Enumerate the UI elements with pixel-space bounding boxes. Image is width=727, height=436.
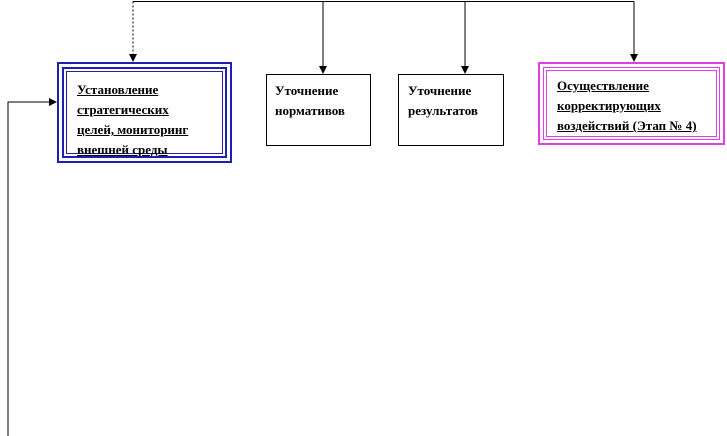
norms-box: Уточнение нормативов xyxy=(266,74,371,146)
corrective-box: Осуществление корректирующих воздействий… xyxy=(538,62,725,145)
goals-line-1: Установление xyxy=(77,82,159,97)
corrective-line-3: воздействий (Этап № 4) xyxy=(557,118,697,133)
goals-line-2: стратегических xyxy=(77,102,169,117)
corrective-line-1: Осуществление xyxy=(557,78,649,93)
corrective-line-2: корректирующих xyxy=(557,98,661,113)
corrective-box-content: Осуществление корректирующих воздействий… xyxy=(546,70,717,137)
results-line-2: результатов xyxy=(408,103,478,118)
norms-line-2: нормативов xyxy=(275,103,345,118)
results-box: Уточнение результатов xyxy=(398,74,504,146)
goals-box-frame: Установление стратегических целей, монит… xyxy=(62,67,227,158)
goals-box-content: Установление стратегических целей, монит… xyxy=(66,71,223,157)
feedback-line xyxy=(7,98,57,436)
results-line-1: Уточнение xyxy=(408,83,472,98)
norms-line-1: Уточнение xyxy=(275,83,339,98)
goals-line-4: внешней среды xyxy=(77,142,168,157)
corrective-box-frame: Осуществление корректирующих воздействий… xyxy=(543,67,720,140)
goals-box: Установление стратегических целей, монит… xyxy=(57,62,232,163)
goals-line-3: целей, мониторинг xyxy=(77,122,189,137)
